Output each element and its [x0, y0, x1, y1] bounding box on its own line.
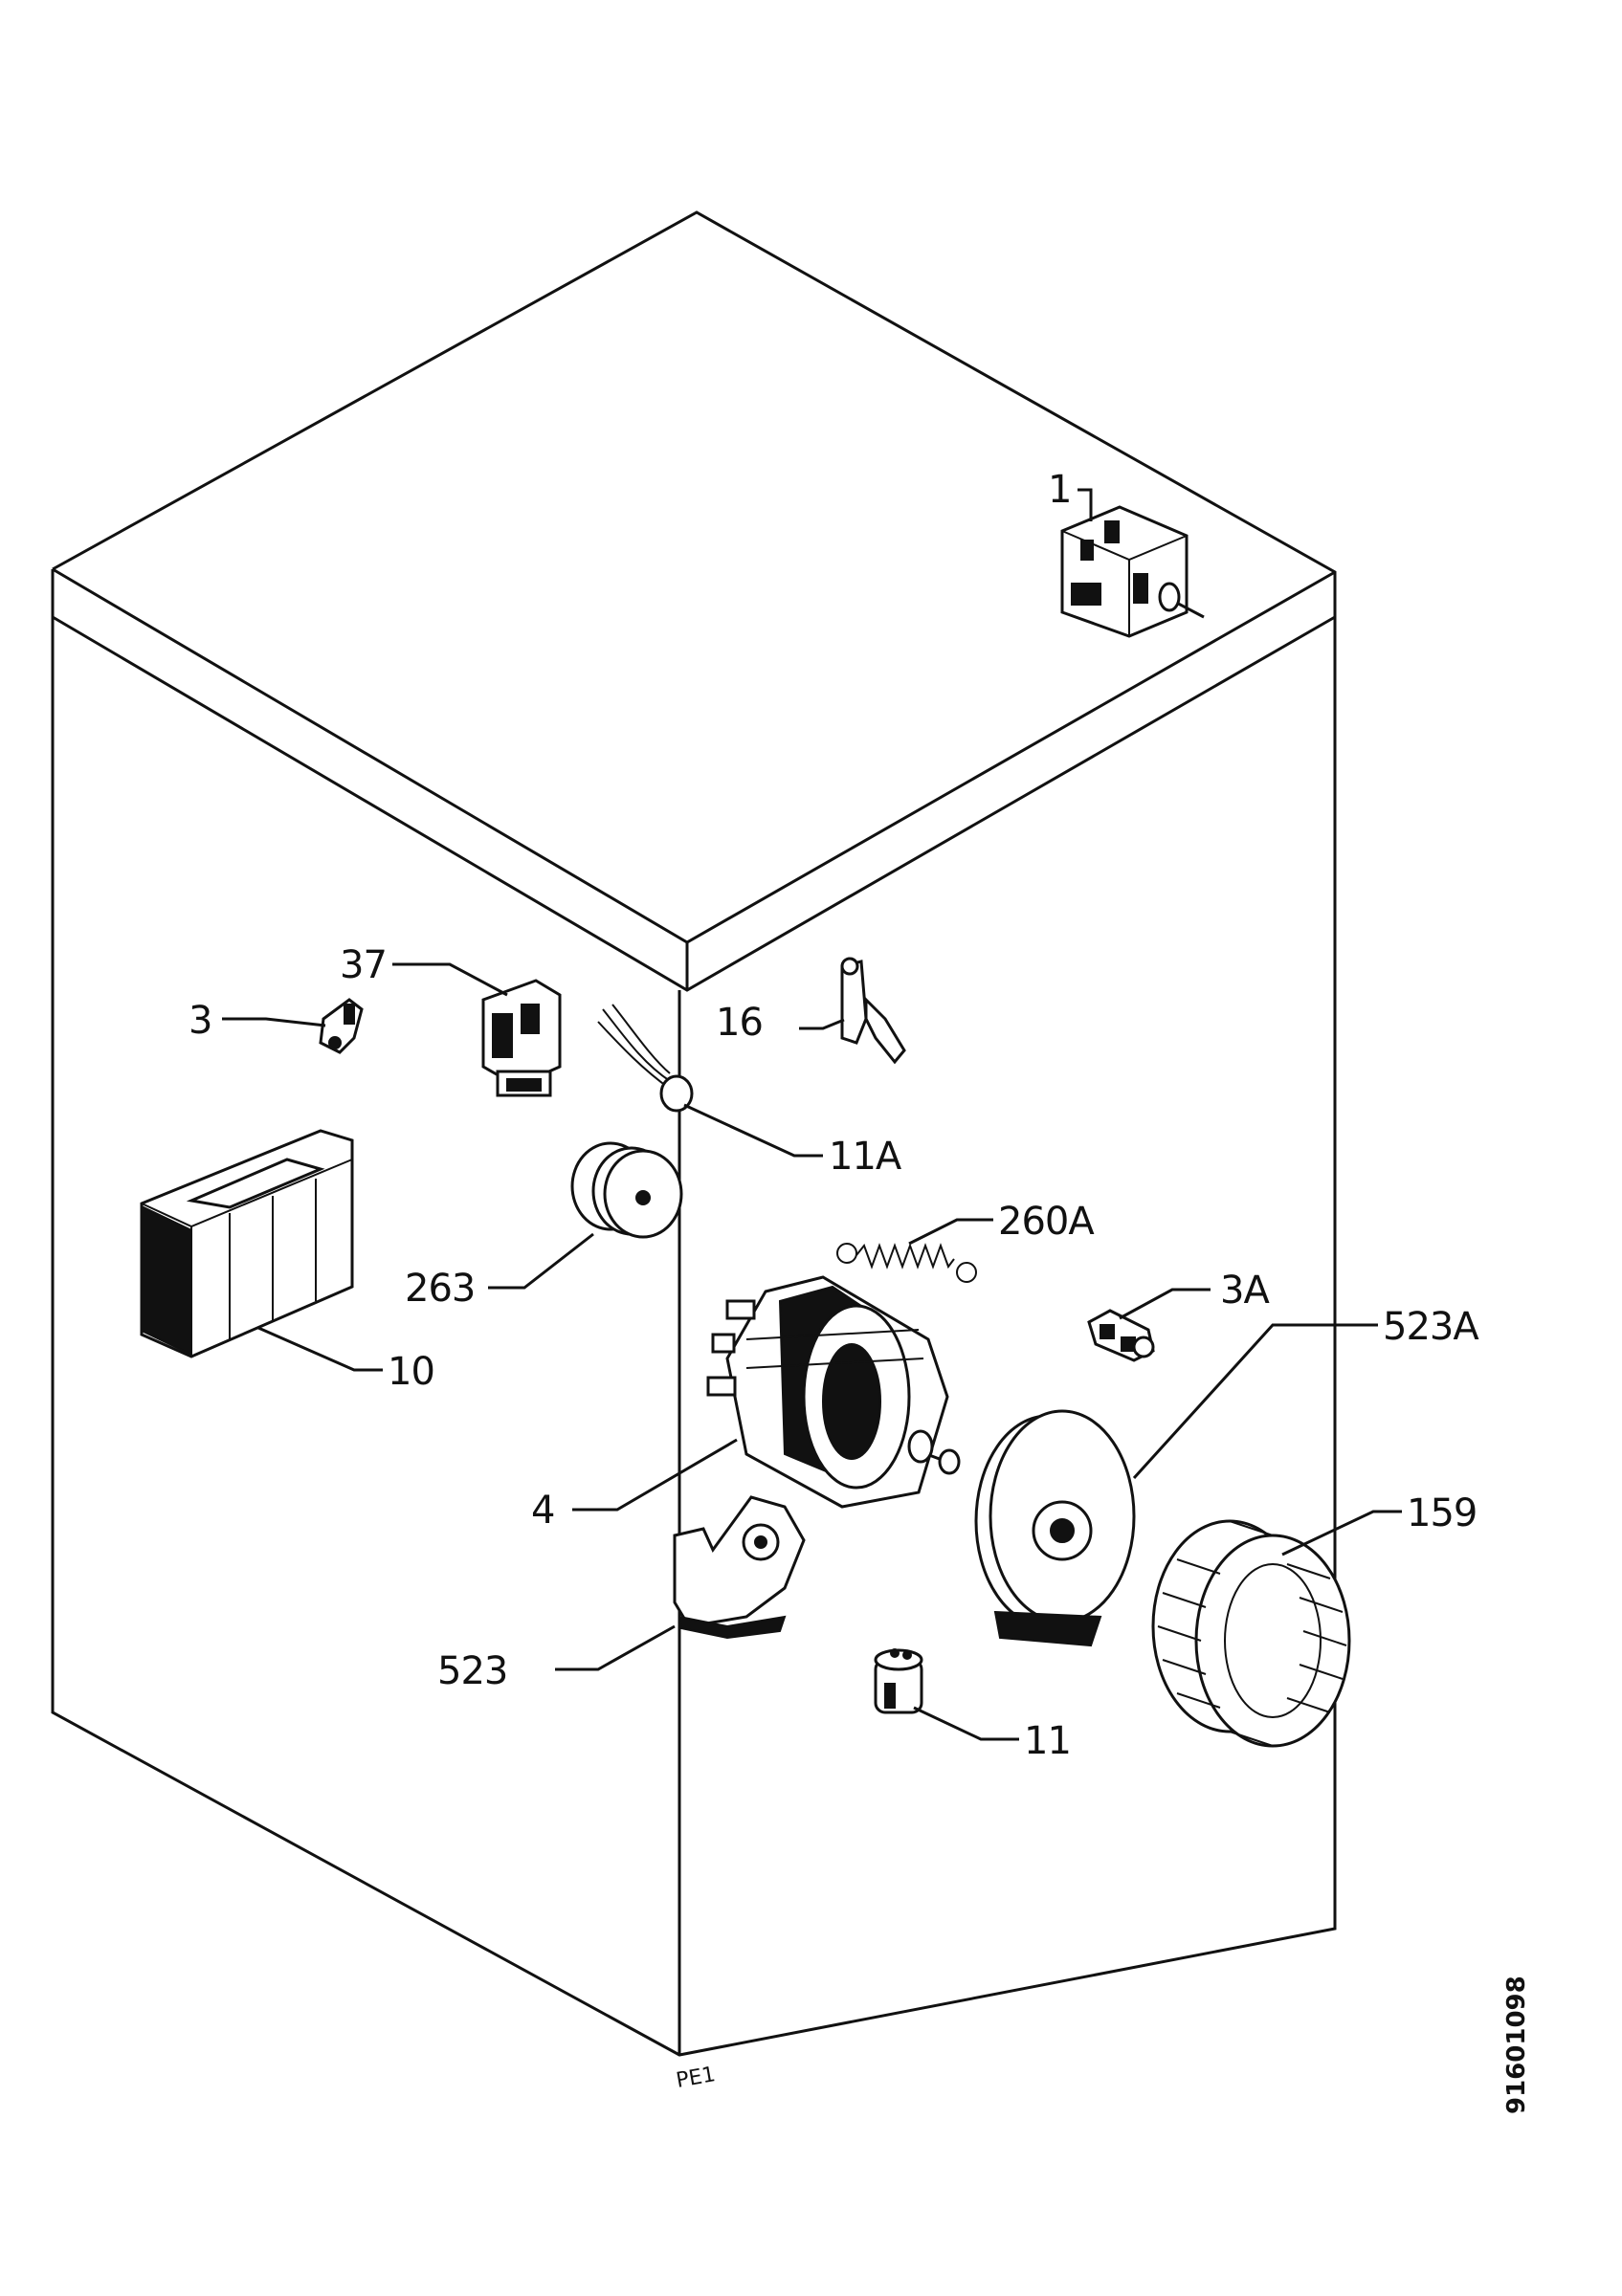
leader-3 [222, 1017, 326, 1027]
part-11a-wire [597, 1004, 694, 1113]
part-11-capacitor [874, 1648, 923, 1714]
callout-4: 4 [531, 1489, 554, 1533]
callout-11: 11 [1024, 1719, 1071, 1763]
leader-10 [257, 1326, 383, 1372]
leader-4 [572, 1438, 738, 1512]
callout-523a: 523A [1383, 1305, 1479, 1349]
part-263-pulley [570, 1141, 683, 1239]
callout-11a: 11A [829, 1135, 902, 1179]
part-260a-spring [836, 1243, 977, 1283]
leader-523 [555, 1624, 676, 1671]
callout-3: 3 [189, 999, 211, 1043]
corner-reference: PE1 [675, 2063, 718, 2093]
leader-260a [908, 1218, 993, 1246]
leader-3a [1119, 1288, 1211, 1320]
leader-263 [488, 1232, 594, 1290]
part-3a-connector [1087, 1309, 1155, 1362]
callout-10: 10 [388, 1350, 434, 1394]
callout-263: 263 [405, 1267, 475, 1311]
part-523-bracket [673, 1495, 806, 1640]
callout-159: 159 [1407, 1491, 1477, 1535]
leader-37 [392, 962, 508, 997]
leader-159 [1281, 1510, 1402, 1556]
callout-1: 1 [1048, 468, 1071, 512]
cabinet-outline [51, 210, 1337, 2057]
leader-1 [1078, 488, 1093, 521]
part-10-filter [140, 1129, 354, 1358]
part-3-clip [319, 998, 364, 1054]
part-16-bracket [840, 957, 906, 1065]
part-159-blower-wheel [1151, 1519, 1351, 1748]
part-4-motor [706, 1275, 961, 1509]
leader-523a [1132, 1323, 1378, 1480]
leader-16 [799, 1018, 845, 1030]
document-number: 91601098 [1502, 1976, 1531, 2114]
part-1-switch [1060, 505, 1205, 638]
part-37-module [481, 979, 562, 1097]
leader-11 [913, 1706, 1019, 1741]
part-523a-housing [974, 1409, 1136, 1647]
callout-260a: 260A [998, 1200, 1095, 1244]
callout-3a: 3A [1220, 1269, 1270, 1313]
callout-523: 523 [437, 1649, 507, 1693]
leader-11a [683, 1103, 823, 1158]
callout-37: 37 [340, 943, 387, 987]
callout-16: 16 [716, 1001, 763, 1045]
